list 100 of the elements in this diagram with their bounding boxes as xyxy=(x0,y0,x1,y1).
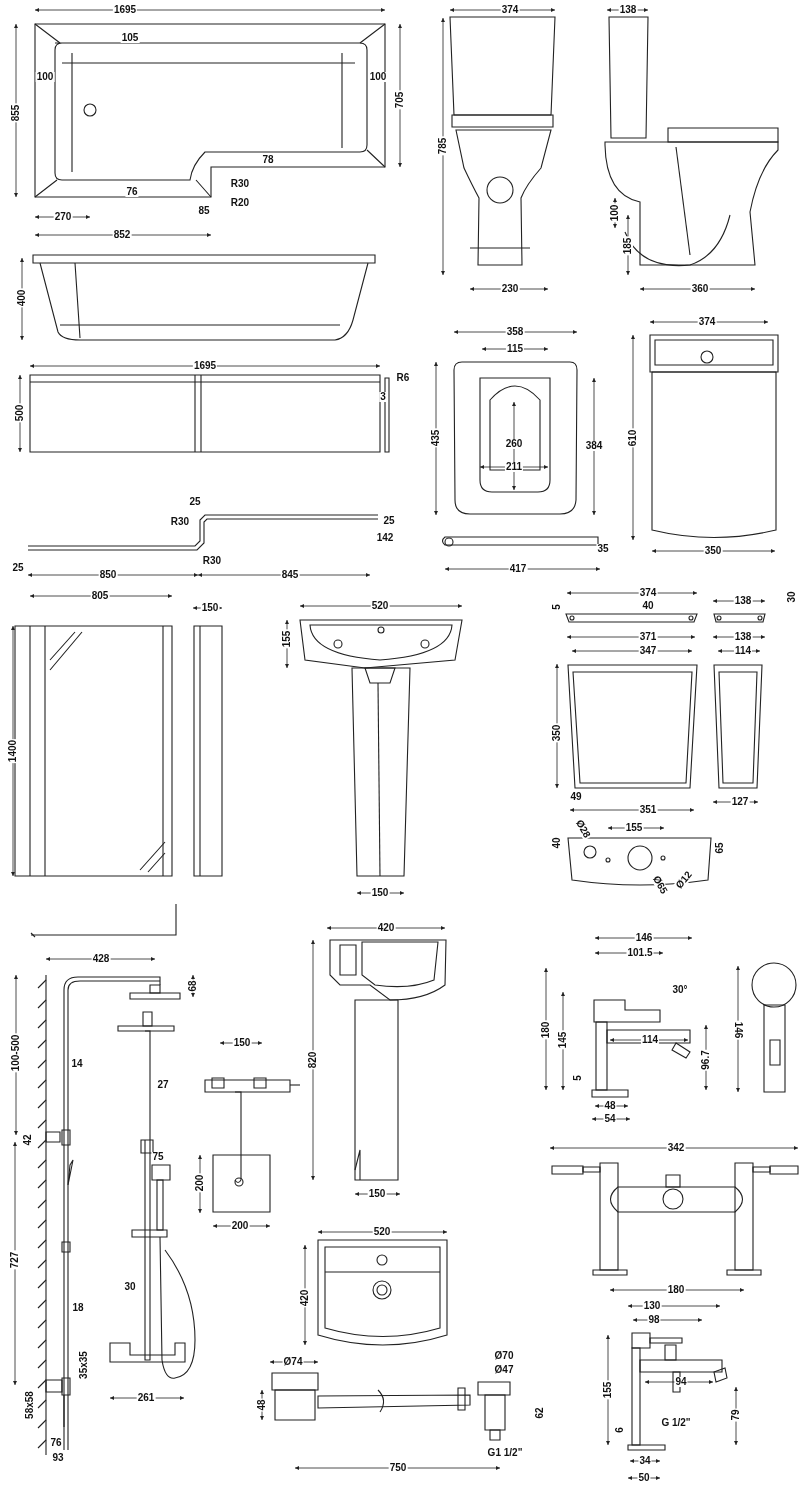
dimension-label: 261 xyxy=(136,1393,156,1403)
dimension-label: Ø74 xyxy=(282,1357,304,1367)
dimension-label: 50 xyxy=(637,1473,651,1483)
dimension-label: 130 xyxy=(642,1301,662,1311)
dimension-label: 420 xyxy=(376,923,396,933)
dimension-label: 142 xyxy=(375,533,395,543)
dimension-label: 76 xyxy=(125,187,139,197)
dimension-label: 384 xyxy=(584,441,604,451)
dimension-label: 114 xyxy=(733,646,753,656)
dimension-label: 417 xyxy=(508,564,528,574)
dimension-label: 347 xyxy=(638,646,658,656)
dimension-label: 750 xyxy=(388,1463,408,1473)
dimension-label: 420 xyxy=(300,1288,310,1308)
dimension-label: 62 xyxy=(535,1406,545,1420)
dimension-label: 100 xyxy=(35,72,55,82)
dimension-label: 1400 xyxy=(8,738,18,764)
dimension-label: 48 xyxy=(603,1101,617,1111)
dimension-label: 351 xyxy=(638,805,658,815)
dimension-label: 68 xyxy=(188,979,198,993)
dimension-label: 200 xyxy=(195,1173,205,1193)
dimension-label: Ø47 xyxy=(493,1365,515,1375)
dimension-label: G 1/2" xyxy=(660,1418,692,1428)
dimension-label: 98 xyxy=(647,1315,661,1325)
dimension-label: 30° xyxy=(671,985,689,995)
dimension-label: 435 xyxy=(431,428,441,448)
dimension-label: 101.5 xyxy=(626,948,654,958)
dimension-label: 5 xyxy=(573,1074,583,1082)
dimension-label: 93 xyxy=(51,1453,65,1463)
dimension-label: 146 xyxy=(634,933,654,943)
dimension-label: 845 xyxy=(280,570,300,580)
dimension-label: 342 xyxy=(666,1143,686,1153)
dimension-label: 138 xyxy=(733,632,753,642)
dimension-label: 146 xyxy=(733,1020,743,1040)
dimension-label: 155 xyxy=(282,629,292,649)
dimension-label: 100 xyxy=(368,72,388,82)
dimension-label: 374 xyxy=(500,5,520,15)
dimension-label: 374 xyxy=(697,317,717,327)
dimension-label: 820 xyxy=(308,1050,318,1070)
dimension-label: 785 xyxy=(438,136,448,156)
dimension-label: 374 xyxy=(638,588,658,598)
dimension-label: R20 xyxy=(229,198,251,208)
dimension-label: R30 xyxy=(201,556,223,566)
dimension-label: 40 xyxy=(641,601,655,611)
dimension-label: 360 xyxy=(690,284,710,294)
dimension-label: 350 xyxy=(552,723,562,743)
dimension-label: 260 xyxy=(504,439,524,449)
dimension-label: 30 xyxy=(123,1282,137,1292)
dimension-label: 5 xyxy=(552,603,562,611)
dimension-label: 25 xyxy=(382,516,396,526)
dimension-label: 14 xyxy=(70,1059,84,1069)
dimension-label: 25 xyxy=(188,497,202,507)
dimension-label: 428 xyxy=(91,954,111,964)
dimension-label: 1695 xyxy=(112,5,138,15)
dimension-label: 358 xyxy=(505,327,525,337)
dimension-label: R30 xyxy=(169,517,191,527)
dimension-label: 100 xyxy=(610,203,620,223)
dimension-label: 18 xyxy=(71,1303,85,1313)
dimension-label: 150 xyxy=(367,1189,387,1199)
dimension-label: 100-500 xyxy=(11,1033,21,1073)
dimension-label: 230 xyxy=(500,284,520,294)
dimension-label: 705 xyxy=(395,90,405,110)
dimension-label: 27 xyxy=(156,1080,170,1090)
dimension-label: 150 xyxy=(200,603,220,613)
dimension-label: 85 xyxy=(197,206,211,216)
dimension-label: 852 xyxy=(112,230,132,240)
dimension-label: 3 xyxy=(379,392,387,402)
dimension-label: 78 xyxy=(261,155,275,165)
dimension-label: 138 xyxy=(733,596,753,606)
dimension-label: 49 xyxy=(569,792,583,802)
dimension-label: 48 xyxy=(257,1398,267,1412)
dimension-label: 42 xyxy=(23,1133,33,1147)
dimension-label: 850 xyxy=(98,570,118,580)
dimension-label: Ø70 xyxy=(493,1351,515,1361)
dimension-label: 35x35 xyxy=(79,1350,89,1380)
dimension-label: 58x58 xyxy=(25,1390,35,1420)
dimension-label: 35 xyxy=(596,544,610,554)
dimension-label: 127 xyxy=(730,797,750,807)
dimension-label: 155 xyxy=(624,823,644,833)
dimension-label: 94 xyxy=(674,1377,688,1387)
dimension-label: 138 xyxy=(618,5,638,15)
dimension-label: 145 xyxy=(558,1030,568,1050)
dimension-label: 115 xyxy=(505,344,525,354)
dimension-label: 180 xyxy=(541,1020,551,1040)
dimension-label: 155 xyxy=(603,1380,613,1400)
dimension-label: 805 xyxy=(90,591,110,601)
dimension-label: 30 xyxy=(787,590,797,604)
dimension-label: 520 xyxy=(370,601,390,611)
dimension-label: 500 xyxy=(15,403,25,423)
dimension-label: 54 xyxy=(603,1114,617,1124)
dimension-label: 1695 xyxy=(192,361,218,371)
dimension-label: 114 xyxy=(640,1035,660,1045)
dimension-label: 270 xyxy=(53,212,73,222)
dimension-label: 25 xyxy=(11,563,25,573)
dimension-label: 76 xyxy=(49,1438,63,1448)
dimension-label: G1 1/2" xyxy=(486,1448,524,1458)
dimension-label: 6 xyxy=(615,1426,625,1434)
dimension-label: 610 xyxy=(628,428,638,448)
dimension-label: 96.7 xyxy=(701,1049,711,1071)
dimension-label: R30 xyxy=(229,179,251,189)
dimension-label: 200 xyxy=(230,1221,250,1231)
